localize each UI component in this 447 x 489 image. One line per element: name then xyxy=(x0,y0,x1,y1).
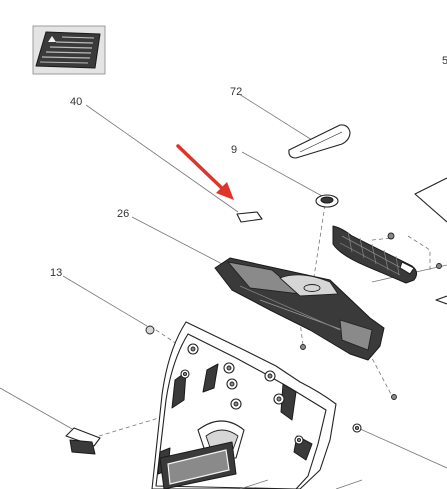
callout-26: 26 xyxy=(117,208,129,220)
brand-logo-decal xyxy=(159,441,237,489)
highlight-arrow xyxy=(176,144,234,200)
vent-grille xyxy=(332,225,418,284)
warning-label-decal xyxy=(32,25,106,75)
part-72-trim xyxy=(288,124,351,159)
callout-5: 5 xyxy=(442,55,447,67)
callout-40: 40 xyxy=(70,96,82,108)
small-cap-part xyxy=(65,427,101,455)
part-26-console xyxy=(214,257,385,361)
bottom-edge-lines xyxy=(239,479,363,489)
panel-mounting-bosses xyxy=(180,343,362,445)
callout-9: 9 xyxy=(231,144,237,156)
front-panel-assembly xyxy=(151,321,362,489)
callout-13: 13 xyxy=(50,267,62,279)
side-panel-outline xyxy=(399,177,447,305)
callout-72: 72 xyxy=(230,86,242,98)
part-9-grommet xyxy=(315,194,339,208)
leader-lines xyxy=(0,93,323,431)
part-40-pad xyxy=(236,211,263,223)
